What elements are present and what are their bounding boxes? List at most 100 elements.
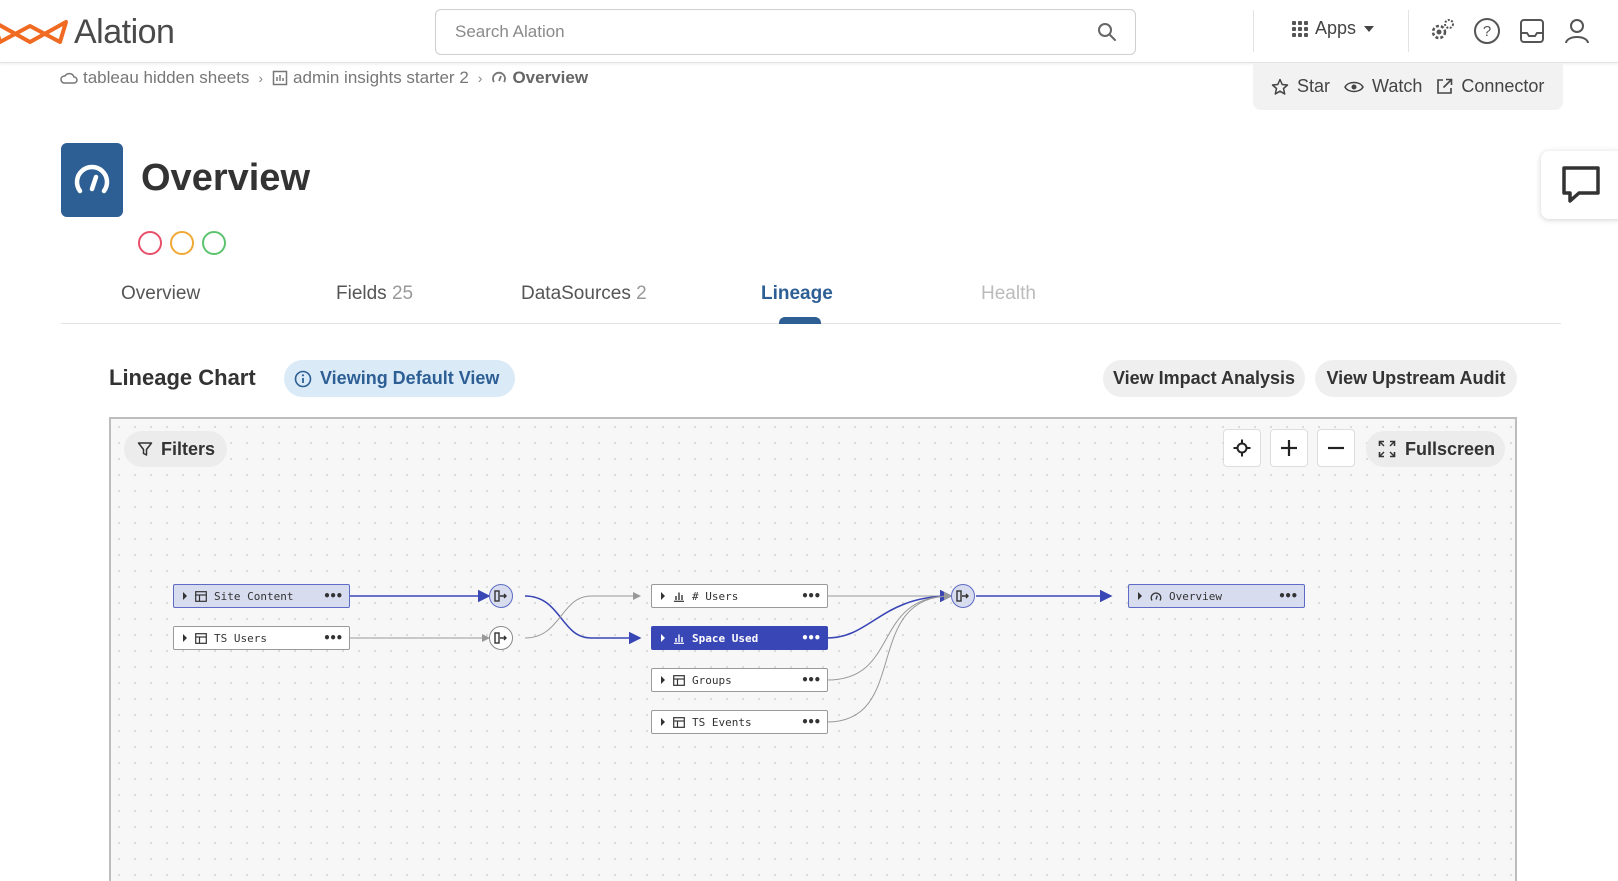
lineage-node-groups[interactable]: Groups ••• xyxy=(651,668,828,692)
tab-fields[interactable]: Fields 25 xyxy=(336,283,414,304)
external-link-icon xyxy=(1437,78,1453,94)
page-title: Overview xyxy=(141,157,310,199)
datasource-icon xyxy=(194,631,208,645)
process-icon xyxy=(494,632,507,644)
inbox-icon[interactable] xyxy=(1517,16,1547,46)
apps-menu-button[interactable]: Apps xyxy=(1292,18,1375,39)
expand-caret-icon[interactable] xyxy=(183,634,187,642)
apps-grid-icon xyxy=(1292,20,1308,37)
user-profile-icon[interactable] xyxy=(1562,16,1592,46)
workbook-icon xyxy=(272,70,288,86)
watch-button[interactable]: Watch xyxy=(1344,76,1422,97)
connector-button[interactable]: Connector xyxy=(1436,76,1544,97)
nav-divider xyxy=(1408,10,1409,52)
crosshair-icon xyxy=(1233,439,1251,457)
lineage-node-space-used[interactable]: Space Used ••• xyxy=(651,626,828,650)
chat-bubble-icon xyxy=(1562,166,1600,203)
search-input[interactable] xyxy=(455,22,1055,42)
breadcrumb-item-workbook[interactable]: admin insights starter 2 xyxy=(272,68,469,88)
cloud-icon xyxy=(60,72,78,84)
lineage-node-ts-users[interactable]: TS Users ••• xyxy=(173,626,350,650)
endorsement-flag-icon[interactable] xyxy=(202,231,226,255)
sheet-icon xyxy=(672,589,686,603)
zoom-out-button[interactable] xyxy=(1317,429,1355,467)
process-icon xyxy=(956,590,969,602)
lineage-node-overview[interactable]: Overview ••• xyxy=(1128,584,1305,608)
breadcrumb-item-source[interactable]: tableau hidden sheets xyxy=(60,68,249,88)
lineage-process-node[interactable] xyxy=(489,584,513,608)
zoom-in-button[interactable] xyxy=(1270,429,1308,467)
lineage-edge xyxy=(826,592,952,681)
deprecation-flag-icon[interactable] xyxy=(138,231,162,255)
expand-caret-icon[interactable] xyxy=(661,634,665,642)
svg-text:?: ? xyxy=(1483,23,1491,40)
info-icon xyxy=(294,370,312,387)
datasource-icon xyxy=(672,673,686,687)
more-options-icon[interactable]: ••• xyxy=(801,589,821,603)
datasource-icon xyxy=(672,715,686,729)
filter-icon xyxy=(137,442,153,456)
expand-caret-icon[interactable] xyxy=(661,592,665,600)
view-impact-analysis-button[interactable]: View Impact Analysis xyxy=(1103,360,1305,397)
tab-count: 25 xyxy=(391,283,414,304)
object-tabs: Overview Fields 25 DataSources 2 Lineage… xyxy=(61,275,1561,324)
lineage-edges xyxy=(350,589,1113,723)
search-icon[interactable] xyxy=(1097,22,1117,42)
lineage-edge xyxy=(524,592,641,639)
lineage-process-node[interactable] xyxy=(951,584,975,608)
more-options-icon[interactable]: ••• xyxy=(801,673,821,687)
dashboard-icon xyxy=(1149,589,1163,603)
datasource-icon xyxy=(194,589,208,603)
tab-datasources[interactable]: DataSources 2 xyxy=(521,283,647,304)
more-options-icon[interactable]: ••• xyxy=(801,631,821,645)
tab-overview[interactable]: Overview xyxy=(121,283,201,304)
expand-caret-icon[interactable] xyxy=(183,592,187,600)
apps-label: Apps xyxy=(1315,18,1357,38)
breadcrumb-item-current[interactable]: Overview xyxy=(491,68,588,88)
nav-divider xyxy=(1253,10,1254,52)
alation-logo[interactable]: Alation xyxy=(0,12,175,52)
conversations-button[interactable] xyxy=(1541,151,1618,219)
recenter-button[interactable] xyxy=(1223,429,1261,467)
lineage-canvas[interactable]: Filters Fullscreen xyxy=(109,417,1517,881)
more-options-icon[interactable]: ••• xyxy=(1278,589,1298,603)
tab-count: 2 xyxy=(636,283,647,304)
lineage-node-ts-events[interactable]: TS Events ••• xyxy=(651,710,828,734)
settings-gear-icon[interactable] xyxy=(1427,16,1457,46)
active-tab-indicator xyxy=(779,317,821,324)
more-options-icon[interactable]: ••• xyxy=(323,631,343,645)
lineage-edge xyxy=(826,592,952,723)
expand-caret-icon[interactable] xyxy=(661,676,665,684)
fullscreen-icon xyxy=(1378,440,1396,458)
expand-caret-icon[interactable] xyxy=(661,718,665,726)
more-options-icon[interactable]: ••• xyxy=(801,715,821,729)
more-options-icon[interactable]: ••• xyxy=(323,589,343,603)
chevron-down-icon xyxy=(1364,25,1375,32)
chevron-right-icon: › xyxy=(258,70,264,86)
tab-health: Health xyxy=(981,283,1036,304)
plus-icon xyxy=(1281,440,1297,456)
minus-icon xyxy=(1328,446,1344,450)
view-selector-button[interactable]: Viewing Default View xyxy=(284,360,515,397)
lineage-node-site-content[interactable]: Site Content ••• xyxy=(173,584,350,608)
lineage-process-node[interactable] xyxy=(489,626,513,650)
trust-flags[interactable] xyxy=(138,231,234,255)
search-box[interactable] xyxy=(435,9,1136,55)
lineage-chart-heading: Lineage Chart xyxy=(109,365,256,390)
top-navigation-bar: Alation Apps ? xyxy=(0,0,1618,63)
fullscreen-button[interactable]: Fullscreen xyxy=(1366,431,1505,467)
star-icon xyxy=(1271,78,1289,95)
chevron-right-icon: › xyxy=(477,70,483,86)
filters-button[interactable]: Filters xyxy=(124,431,227,467)
tab-lineage[interactable]: Lineage xyxy=(761,283,833,304)
eye-icon xyxy=(1344,81,1364,92)
dashboard-icon xyxy=(492,71,507,83)
warning-flag-icon[interactable] xyxy=(170,231,194,255)
lineage-edge xyxy=(826,589,953,639)
lineage-edge xyxy=(524,595,642,645)
expand-caret-icon[interactable] xyxy=(1138,592,1142,600)
lineage-node-users-count[interactable]: # Users ••• xyxy=(651,584,828,608)
help-icon[interactable]: ? xyxy=(1472,16,1502,46)
view-upstream-audit-button[interactable]: View Upstream Audit xyxy=(1315,360,1517,397)
star-button[interactable]: Star xyxy=(1271,76,1330,97)
